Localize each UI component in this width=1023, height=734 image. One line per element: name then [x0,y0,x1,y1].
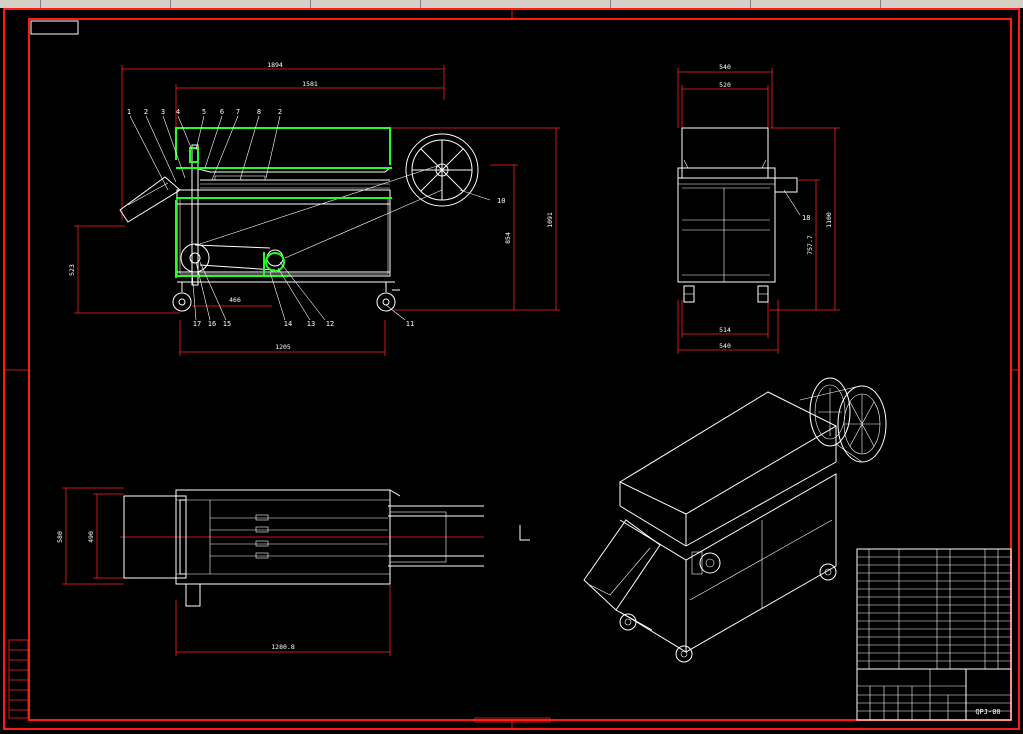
reel-wheel-icon [809,377,851,447]
callout-8: 8 [257,108,261,116]
front-dimension-lines [74,65,560,356]
front-machine-body [119,133,479,312]
dim-frame-length: 1581 [302,80,318,88]
callout-6: 6 [220,108,224,116]
front-highlighted-parts [175,127,392,278]
callout-3: 3 [161,108,165,116]
callout-18: 18 [802,214,810,222]
isometric-view[interactable] [583,377,887,663]
callout-2: 2 [144,108,148,116]
toolbar-segment[interactable] [40,0,171,8]
iso-machine-body [583,377,887,663]
callout-7: 7 [236,108,240,116]
dim-overall-length: 1894 [267,61,283,69]
wheel-icon [405,133,479,207]
side-machine-body [677,127,801,303]
callout-12: 12 [326,320,334,328]
callout-1: 1 [127,108,131,116]
dim-top-width: 540 [719,63,731,71]
callout-4: 4 [176,108,180,116]
callout-16: 16 [208,320,216,328]
caster-wheel-icon [172,292,192,312]
dim-wheelbase: 1205 [275,343,291,351]
dim-overall-height: 1091 [546,212,554,228]
revision-block [8,639,29,719]
dim-mid-height: 757.7 [806,235,814,255]
caster-wheel-icon [376,292,396,312]
title-block[interactable]: QPJ-00 [856,548,1012,721]
parts-list-grid [857,549,1011,670]
window-toolbar-strip [0,0,1023,8]
toolbar-segment[interactable] [420,0,611,8]
top-dimension-lines [62,487,530,656]
callout-13: 13 [307,320,315,328]
dim-top-length: 1280.8 [271,643,295,651]
drawing-number: QPJ-00 [975,708,1000,716]
toolbar-segment[interactable] [0,0,41,8]
caster-wheel-icon [619,613,637,631]
caster-wheel-icon [819,563,837,581]
callout-15: 15 [223,320,231,328]
top-view[interactable]: 580 490 1280.8 [56,487,530,656]
callout-17: 17 [193,320,201,328]
side-dimension-lines [677,68,840,354]
top-machine-body [123,489,484,607]
callout-5: 5 [202,108,206,116]
dim-top-inner: 490 [87,531,95,543]
dim-table-height: 854 [504,232,512,244]
dim-discharge-height: 523 [68,264,76,276]
toolbar-segment[interactable] [170,0,311,8]
callout-14: 14 [284,320,292,328]
dim-bottom-inner: 514 [719,326,731,334]
top-dimension-texts: 580 490 1280.8 [56,531,295,651]
dim-top-width: 580 [56,531,64,543]
side-dimension-texts: 540 520 514 540 757.7 1100 [719,63,833,350]
toolbar-segment[interactable] [310,0,421,8]
motor-icon [699,552,721,574]
callout-11: 11 [406,320,414,328]
dim-height: 1100 [825,212,833,228]
front-dimension-texts: 1894 1581 523 854 1091 1205 466 [68,61,554,351]
callout-10: 10 [497,197,505,205]
toolbar-segment[interactable] [750,0,881,8]
front-view[interactable]: 1894 1581 523 854 1091 1205 466 [68,61,560,356]
dim-pulley-center: 466 [229,296,241,304]
toolbar-segment[interactable] [610,0,751,8]
drawing-frame [3,8,1020,730]
dim-bottom-width: 540 [719,342,731,350]
front-callouts: 1 2 3 4 5 6 7 8 2 10 11 12 13 14 15 16 1… [127,108,506,328]
side-view[interactable]: 540 520 514 540 757.7 1100 18 [677,63,840,354]
callout-9: 2 [278,108,282,116]
caster-wheel-icon [675,645,693,663]
title-grid [857,669,1011,720]
dim-inner-width: 520 [719,81,731,89]
